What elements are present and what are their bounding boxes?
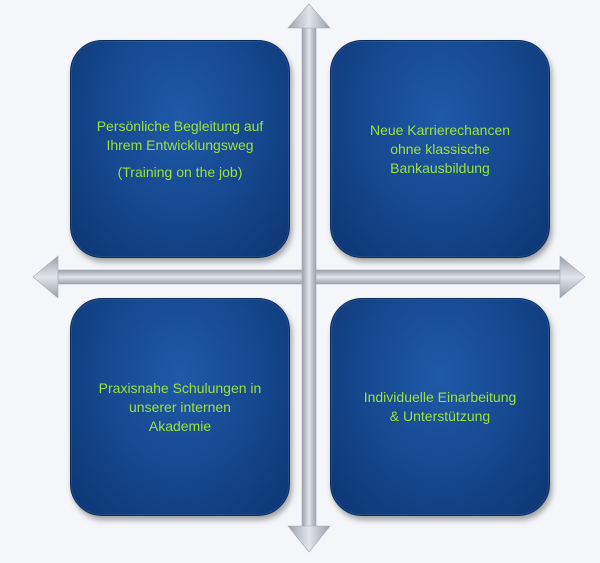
- quadrant-top-left: Persönliche Begleitung auf Ihrem Entwick…: [70, 40, 290, 258]
- tile-text-line: ohne klassische: [390, 140, 490, 157]
- tile-text-line: Bankausbildung: [390, 159, 490, 176]
- quadrant-top-right: Neue Karrierechancen ohne klassische Ban…: [330, 40, 550, 258]
- vertical-axis-arrow: [287, 3, 331, 553]
- tile-text-line: Persönliche Begleitung auf: [96, 117, 264, 134]
- tile-subtext: (Training on the job): [117, 163, 243, 180]
- tile-text-line: & Unterstützung: [389, 408, 491, 424]
- tile-text-line: Praxisnahe Schulungen in: [98, 379, 262, 396]
- quadrant-bottom-right: Individuelle Einarbeitung & Unterstützun…: [330, 298, 550, 516]
- tile-text-line: Individuelle Einarbeitung: [363, 389, 517, 405]
- tile-text-line: unserer internen: [129, 398, 231, 415]
- tile-text-line: Ihrem Entwicklungsweg: [106, 136, 254, 153]
- tile-text-line: Neue Karrierechancen: [369, 121, 511, 138]
- tile-text-line: Akademie: [148, 417, 212, 434]
- quadrant-bottom-left: Praxisnahe Schulungen in unserer interne…: [70, 298, 290, 516]
